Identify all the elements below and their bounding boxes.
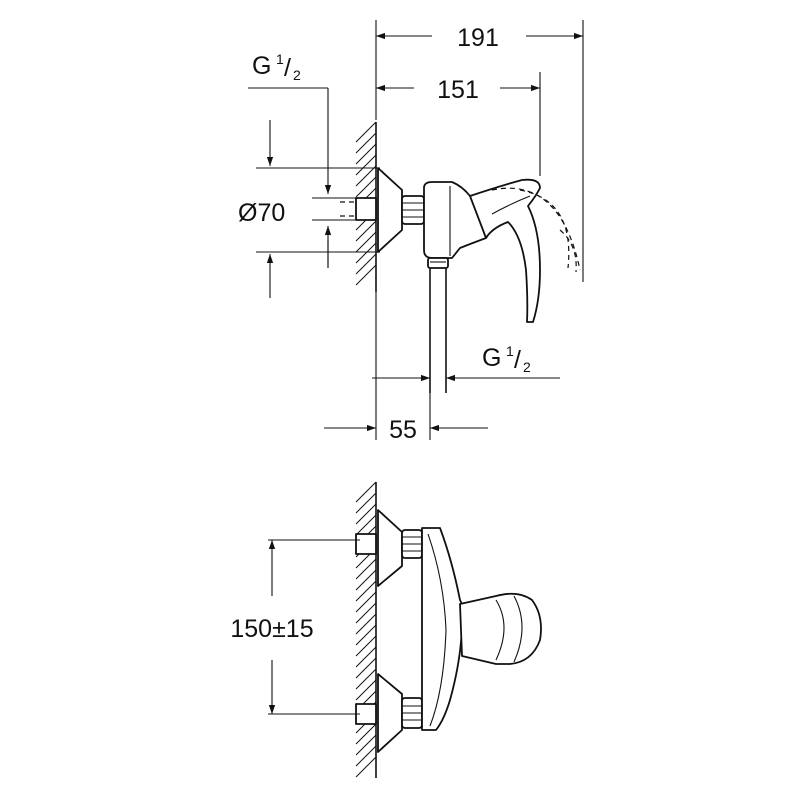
inlet-thread-label: G 1 / 2 — [252, 51, 301, 83]
wall-hatch-line — [355, 734, 377, 756]
wall-hatch-line — [355, 253, 377, 275]
wall-hatch-line — [355, 264, 377, 286]
wall-hatch-line — [355, 558, 377, 580]
wall-hatch-line — [355, 591, 377, 613]
wall-hatch-line — [355, 635, 377, 657]
lever-handle-top — [469, 178, 541, 323]
dim-151-label: 151 — [437, 76, 479, 104]
wall-hatch-line — [355, 580, 377, 602]
rosette-upper — [377, 509, 403, 587]
wall-hatch-line — [355, 756, 377, 778]
wall-hatch-line — [355, 602, 377, 624]
svg-text:1: 1 — [276, 51, 284, 67]
wall-bottom — [355, 481, 377, 778]
nut-lower — [401, 697, 423, 729]
wall-hatch-line — [355, 679, 377, 701]
outlet-nipple-top — [427, 257, 449, 269]
wall-hatch-line — [355, 165, 377, 187]
rosette-top — [377, 167, 403, 253]
nut-top — [401, 195, 425, 225]
dim-191-label: 191 — [457, 24, 499, 52]
wall-hatch-line — [355, 481, 377, 503]
mixer-body-front — [421, 527, 464, 731]
svg-text:/: / — [514, 346, 521, 374]
svg-text:2: 2 — [523, 359, 531, 375]
wall-hatch-line — [355, 514, 377, 536]
wall-hatch-line — [355, 624, 377, 646]
wall-hatch-line — [355, 657, 377, 679]
svg-text:G: G — [252, 52, 271, 80]
wall-hatch-line — [355, 492, 377, 514]
inlet-stub-upper — [355, 533, 377, 555]
svg-text:G: G — [482, 344, 501, 372]
wall-hatch-line — [355, 176, 377, 198]
wall-hatch-line — [355, 132, 377, 154]
nut-upper — [401, 529, 423, 559]
wall-hatch-line — [355, 723, 377, 745]
lever-handle-front — [459, 592, 542, 665]
svg-text:/: / — [284, 54, 291, 82]
outlet-thread-label: G 1 / 2 — [482, 343, 531, 375]
svg-text:1: 1 — [506, 343, 514, 359]
svg-text:2: 2 — [293, 67, 301, 83]
front-view: 150±15 — [230, 481, 542, 778]
wall-hatch-line — [355, 220, 377, 242]
dim-spacing-label: 150±15 — [230, 615, 313, 643]
wall-hatch-line — [355, 613, 377, 635]
wall-hatch-line — [355, 646, 377, 668]
wall-hatch-line — [355, 231, 377, 253]
wall-hatch-line — [355, 154, 377, 176]
wall-hatch-line — [355, 503, 377, 525]
wall-top — [355, 121, 377, 292]
dim-diameter-label: Ø70 — [238, 199, 285, 227]
dim-55-label: 55 — [389, 416, 417, 444]
wall-hatch-line — [355, 143, 377, 165]
rosette-lower — [377, 673, 403, 753]
side-view: 191 151 G 1 / 2 Ø70 G 1 / 2 — [238, 20, 584, 444]
wall-hatch-line — [355, 242, 377, 264]
wall-hatch-line — [355, 745, 377, 767]
inlet-stub-top — [355, 197, 377, 221]
wall-hatch-line — [355, 121, 377, 143]
wall-hatch-line — [355, 569, 377, 591]
wall-hatch-line — [355, 668, 377, 690]
